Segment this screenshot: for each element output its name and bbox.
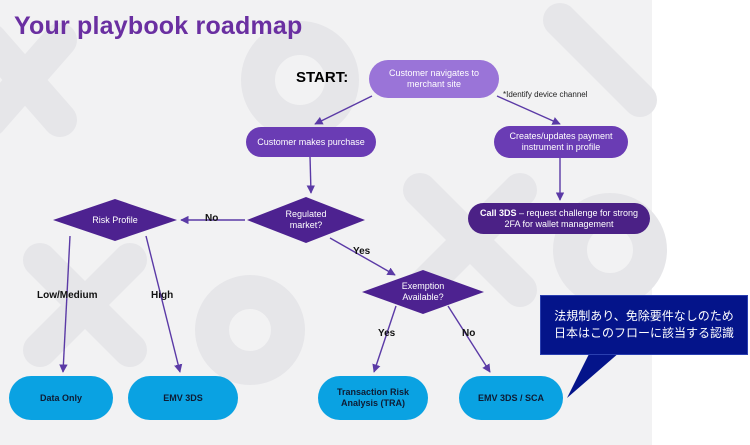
callout-tail <box>567 352 620 398</box>
risk-profile-diamond <box>53 199 177 241</box>
node-tra-label: Transaction Risk Analysis (TRA) <box>336 387 410 408</box>
japan-callout: 法規制あり、免除要件なしのため 日本はこのフローに該当する認識 <box>540 295 748 355</box>
node-emv-3ds-sca-label: EMV 3DS / SCA <box>477 392 544 403</box>
node-customer-navigates-label: Customer navigates to merchant site <box>388 68 480 89</box>
node-emv-3ds: EMV 3DS <box>128 376 238 420</box>
node-customer-purchase-label: Customer makes purchase <box>257 136 365 147</box>
node-customer-navigates: Customer navigates to merchant site <box>369 60 499 98</box>
edge-label-yes-regulated: Yes <box>353 246 371 257</box>
edge-label-high: High <box>151 290 174 301</box>
node-tra: Transaction Risk Analysis (TRA) <box>318 376 428 420</box>
start-label: START: <box>296 69 349 86</box>
regulated-diamond <box>247 197 365 243</box>
edge-label-no-regulated: No <box>205 213 219 224</box>
node-payment-instrument-label: Creates/updates payment instrument in pr… <box>509 131 613 152</box>
risk-profile-label: Risk Profile <box>92 214 138 225</box>
identify-device-note: *Identify device channel <box>503 90 588 99</box>
node-payment-instrument: Creates/updates payment instrument in pr… <box>494 126 628 158</box>
callout-line-2: 日本はこのフローに該当する認識 <box>553 326 734 340</box>
exemption-label: Exemption Available? <box>401 281 445 302</box>
watermark-decoration <box>0 3 667 385</box>
node-call-3ds-bold: Call 3DS <box>479 207 517 218</box>
node-call-3ds-rest: – request challenge for strong 2FA for w… <box>504 207 639 229</box>
connectors <box>59 95 565 373</box>
edge-label-no-exemption: No <box>462 328 476 339</box>
edge-label-yes-exemption: Yes <box>378 328 396 339</box>
node-emv-3ds-label: EMV 3DS <box>163 392 203 403</box>
node-customer-purchase: Customer makes purchase <box>246 127 376 157</box>
node-data-only: Data Only <box>9 376 113 420</box>
exemption-diamond <box>362 270 484 314</box>
callout-line-1: 法規制あり、免除要件なしのため <box>554 309 734 323</box>
page-title: Your playbook roadmap <box>14 12 303 40</box>
regulated-market-label: Regulated market? <box>285 209 327 230</box>
node-emv-3ds-sca: EMV 3DS / SCA <box>459 376 563 420</box>
node-call-3ds: Call 3DS – request challenge for strong … <box>468 203 650 234</box>
node-data-only-label: Data Only <box>39 392 82 403</box>
edge-label-low-medium: Low/Medium <box>37 290 98 301</box>
